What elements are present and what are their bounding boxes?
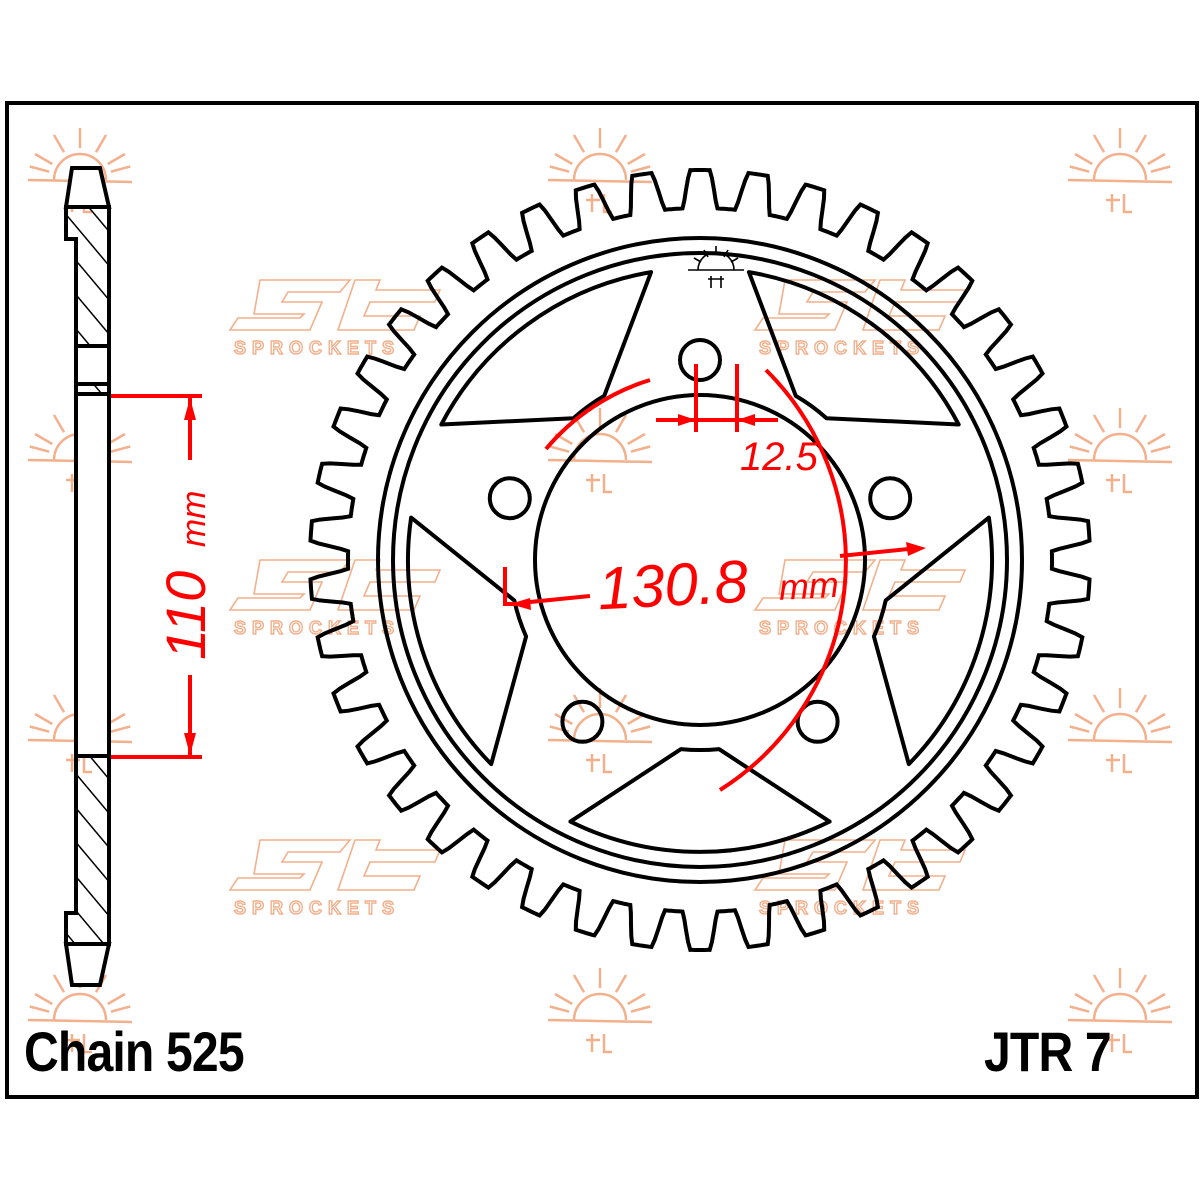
sprocket-teeth [308,168,1092,952]
side-profile [63,166,112,987]
lightening-window [568,747,832,854]
part-number-label: JTR 7 [984,1020,1112,1083]
lightening-window [746,270,961,427]
bore-dimension [111,394,202,759]
center-bore [533,393,867,727]
inner-ring [391,251,1009,869]
svg-text:SPROCKETS: SPROCKETS [759,338,925,358]
lightening-windows [406,270,994,854]
sprocket-front-view [308,168,1092,952]
jt-sprockets-logo-icon: SPROCKETS [228,279,442,359]
svg-text:SPROCKETS: SPROCKETS [759,618,925,638]
lightening-window [439,270,654,427]
sprocket-logo-icon [688,246,744,288]
chain-size-label: Chain 525 [24,1020,245,1083]
svg-text:SPROCKETS: SPROCKETS [759,898,925,918]
bolt-holes [487,338,913,744]
jt-sun-logo-icon [547,128,653,214]
lightening-window [871,515,994,767]
bolt-hole [560,699,605,744]
bolt-hole [678,338,722,382]
jt-sun-logo-icon [1067,128,1173,214]
jt-sprockets-logo-icon: SPROCKETS [228,839,442,919]
pcd-label: 130.8 mm [596,543,840,623]
bolt-hole [795,699,840,744]
bolt-hole-dimension [656,364,778,432]
jt-sprockets-logo-icon: SPROCKETS [753,279,967,359]
jt-sun-logo-icon [547,968,653,1054]
bolt-hole [868,476,913,521]
lightening-window [406,515,529,767]
bolt-hole-label: 12.5 [740,435,819,479]
jt-sprockets-logo-icon: SPROCKETS [753,839,967,919]
jt-sun-logo-icon [1067,408,1173,494]
jt-sun-logo-icon [1067,968,1173,1054]
svg-text:SPROCKETS: SPROCKETS [234,338,400,358]
pcd-dimension [503,368,926,792]
jt-sun-logo-icon [547,408,653,494]
svg-text:SPROCKETS: SPROCKETS [234,898,400,918]
bore-width-label: 110 mm [154,491,217,661]
outer-ring [376,236,1024,884]
svg-text:SPROCKETS: SPROCKETS [234,618,400,638]
bolt-hole [487,476,532,521]
jt-sun-logo-icon [1067,688,1173,774]
